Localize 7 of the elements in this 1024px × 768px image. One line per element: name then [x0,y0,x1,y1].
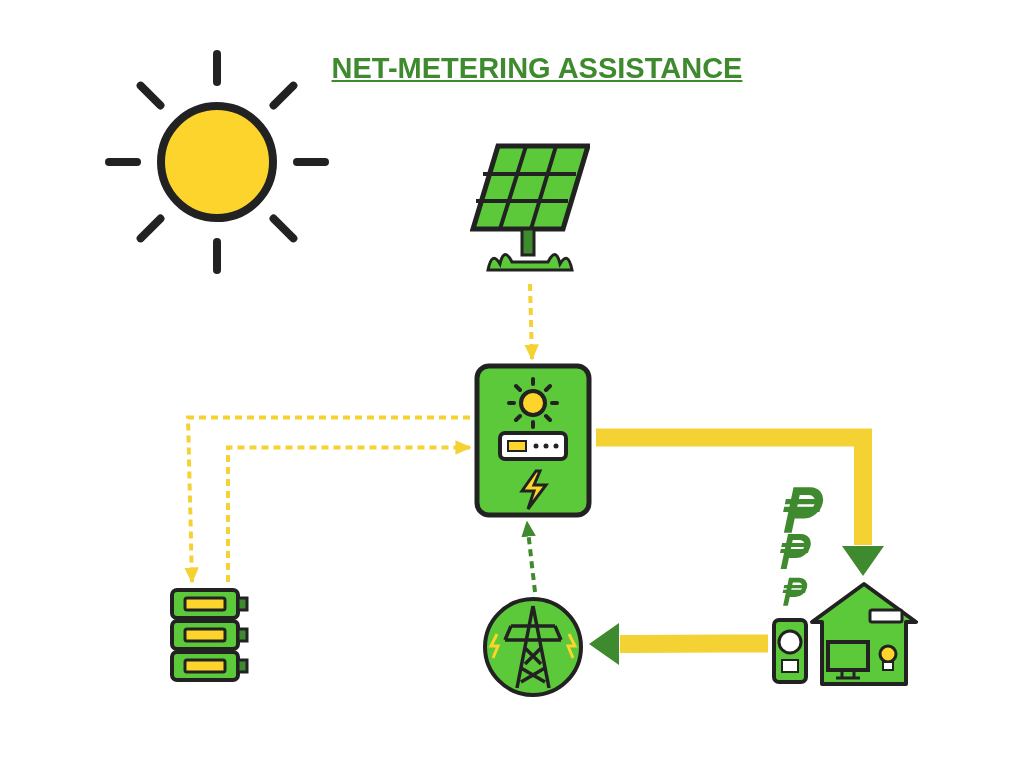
arrow-chain [226,440,472,582]
arrow-chain [521,520,537,593]
flow-arrow [596,428,884,576]
flow-arrow [589,622,769,665]
arrow-chain [184,415,470,584]
arrow-chain [524,283,539,361]
title: NET-METERING ASSISTANCE [330,52,744,85]
